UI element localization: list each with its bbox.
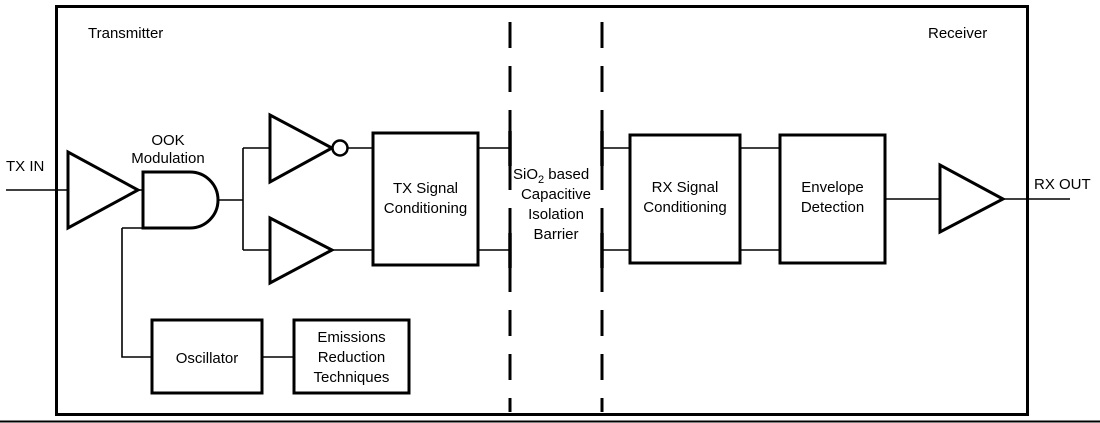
transmitter-label: Transmitter [88,25,163,42]
rx-out-label: RX OUT [1034,176,1091,193]
emissions-reduction-label-line1: Emissions [317,329,385,346]
emissions-reduction-label-line2: Reduction [318,349,386,366]
barrier-label-line4: Barrier [533,226,578,243]
emissions-reduction-block [292,318,411,395]
input-buffer-symbol [66,149,142,231]
device-outline [55,5,1029,416]
oscillator-block [150,318,264,395]
tx-signal-conditioning-label-line1: TX Signal [393,180,458,197]
barrier-label-sio: SiO [513,166,538,183]
wire-oscillator-to-and [121,228,152,358]
envelope-detection-label-line1: Envelope [801,179,864,196]
tx-in-label: TX IN [6,158,44,175]
barrier-label-line1: SiO2 based [513,166,589,186]
rx-signal-conditioning-block [628,133,742,265]
emissions-reduction-label-line3: Techniques [314,369,390,386]
and-gate-symbol [141,170,220,230]
tx-signal-conditioning-block [371,131,480,267]
barrier-label-line3: Isolation [528,206,584,223]
rx-signal-conditioning-label-line1: RX Signal [652,179,719,196]
receiver-label: Receiver [928,25,987,42]
barrier-label-based: based [544,166,589,183]
barrier-label-subscript: 2 [538,174,544,186]
buffer-symbol [268,215,336,286]
envelope-detection-label-line2: Detection [801,199,864,216]
rx-signal-conditioning-label-line2: Conditioning [643,199,726,216]
oscillator-label: Oscillator [176,350,239,367]
barrier-label-line2: Capacitive [521,186,591,203]
output-buffer-symbol [938,162,1007,235]
inverter-symbol [268,112,336,185]
ook-modulation-label-line1: OOK [151,132,184,149]
inverter-bubble-icon [331,139,349,157]
tx-signal-conditioning-label-line2: Conditioning [384,200,467,217]
ook-modulation-label-line2: Modulation [131,150,204,167]
